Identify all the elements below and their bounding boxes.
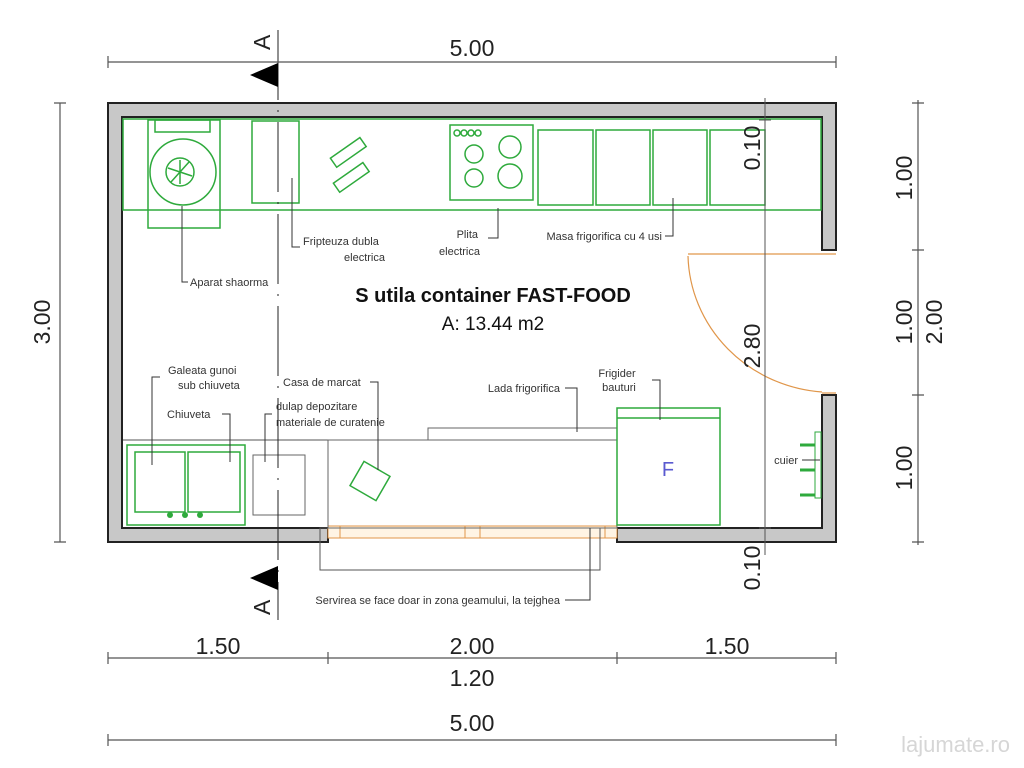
cleaning-cabinet [252,454,306,516]
label-stove-2: electrica [439,246,481,258]
sink [126,444,246,526]
dim-right-door: 2.00 [921,300,947,345]
dim-right-2: 1.00 [891,300,917,345]
dimension-lines [54,56,924,746]
top-counter [122,118,822,211]
leader-lines [151,178,820,601]
dim-right-1: 1.00 [891,156,917,201]
shaorma-machine [147,119,221,229]
electric-stove [449,124,534,201]
fridge-table [537,129,766,206]
section-line-a [250,30,279,620]
fridge-letter: F [662,459,674,481]
label-fryer: Fripteuza dubla [303,236,380,248]
label-trash-2: sub chiuveta [178,380,241,392]
dim-inner-bottom: 0.10 [739,546,765,591]
coat-hanger [800,431,822,499]
section-marker-top: A [249,34,275,50]
dim-bottom-window: 1.20 [450,665,495,691]
watermark: lajumate.ro [901,732,1010,757]
dim-right-3: 1.00 [891,446,917,491]
label-trash: Galeata gunoi [168,365,237,377]
plan-area: A: 13.44 m2 [442,314,544,335]
label-register: Casa de marcat [283,377,361,389]
chest-freezer [427,427,618,441]
label-drinks-fridge-2: bauturi [602,382,636,394]
label-cabinet: dulap depozitare [276,401,357,413]
label-cabinet-2: materiale de curatenie [276,417,385,429]
dim-bottom-1: 1.50 [196,633,241,659]
label-shaorma: Aparat shaorma [190,277,269,289]
dim-bottom-3: 1.50 [705,633,750,659]
double-fryer [251,120,300,204]
dim-bottom-2: 2.00 [450,633,495,659]
serving-counter [327,439,618,529]
dim-left-total: 3.00 [29,300,55,345]
dim-inner-top: 0.10 [739,126,765,171]
label-sink: Chiuveta [167,409,211,421]
label-fridge-table: Masa frigorifica cu 4 usi [546,231,662,243]
section-marker-bottom: A [249,599,275,615]
entrance-door [687,253,836,394]
label-hanger: cuier [774,455,798,467]
plan-title: S utila container FAST-FOOD [355,285,631,307]
label-drinks-fridge: Frigider [598,368,636,380]
label-stove: Plita [457,229,479,241]
dim-inner-mid: 2.80 [739,324,765,369]
serving-window [319,525,618,571]
dim-top-total: 5.00 [450,35,495,61]
drinks-fridge [616,407,721,526]
fryer-baskets [329,136,371,194]
label-freezer: Lada frigorifica [488,383,561,395]
label-serving: Servirea se face doar in zona geamului, … [315,595,560,607]
cash-register [348,460,392,502]
dim-bottom-total: 5.00 [450,710,495,736]
label-fryer-2: electrica [344,252,386,264]
